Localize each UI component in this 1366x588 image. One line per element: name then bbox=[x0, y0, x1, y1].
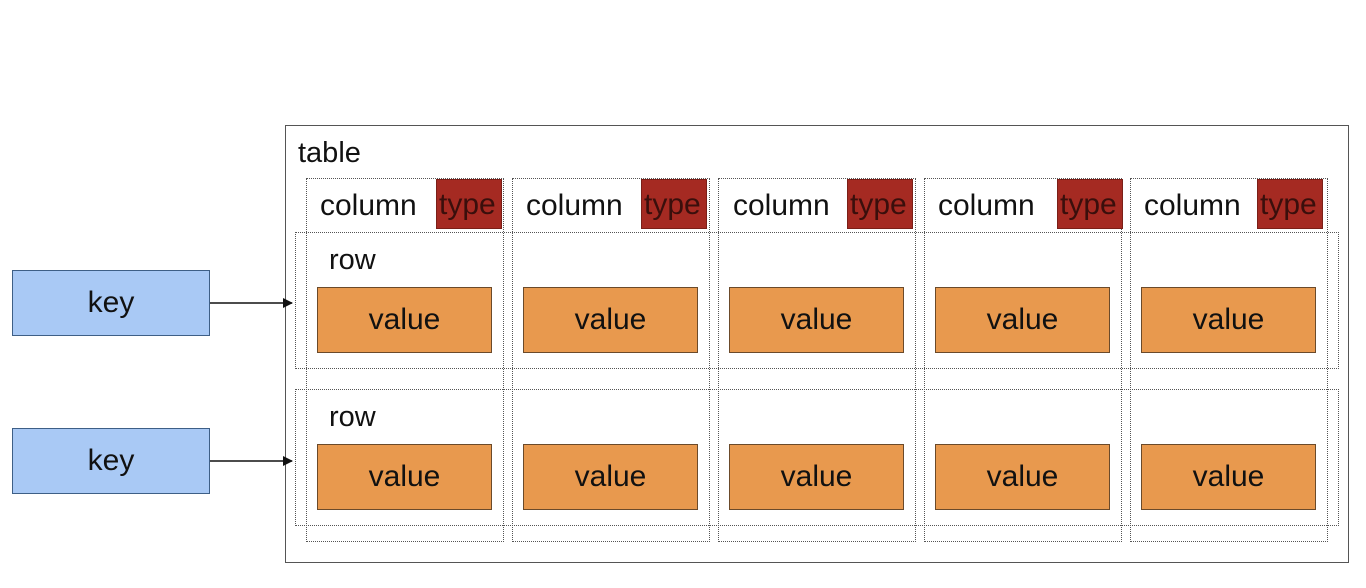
row-frame bbox=[295, 232, 1339, 369]
value-cell: value bbox=[729, 287, 904, 353]
column-type-badge: type bbox=[847, 179, 913, 229]
column-frame bbox=[512, 178, 710, 542]
value-cell: value bbox=[935, 287, 1110, 353]
row-key: key bbox=[12, 270, 210, 336]
column-label: column bbox=[320, 189, 417, 222]
value-cell: value bbox=[1141, 287, 1316, 353]
row-frame bbox=[295, 389, 1339, 526]
column-type-badge: type bbox=[1257, 179, 1323, 229]
value-cell: value bbox=[729, 444, 904, 510]
value-cell: value bbox=[523, 444, 698, 510]
row-key: key bbox=[12, 428, 210, 494]
column-frame bbox=[1130, 178, 1328, 542]
row-label: row bbox=[329, 244, 376, 276]
column-label: column bbox=[526, 189, 623, 222]
column-frame bbox=[924, 178, 1122, 542]
column-frame bbox=[718, 178, 916, 542]
value-cell: value bbox=[317, 444, 492, 510]
column-frame bbox=[306, 178, 504, 542]
column-label: column bbox=[938, 189, 1035, 222]
value-cell: value bbox=[1141, 444, 1316, 510]
value-cell: value bbox=[935, 444, 1110, 510]
column-label: column bbox=[1144, 189, 1241, 222]
table-label: table bbox=[298, 137, 361, 169]
column-type-badge: type bbox=[1057, 179, 1123, 229]
value-cell: value bbox=[317, 287, 492, 353]
column-type-badge: type bbox=[436, 179, 502, 229]
row-label: row bbox=[329, 401, 376, 433]
column-label: column bbox=[733, 189, 830, 222]
column-type-badge: type bbox=[641, 179, 707, 229]
value-cell: value bbox=[523, 287, 698, 353]
